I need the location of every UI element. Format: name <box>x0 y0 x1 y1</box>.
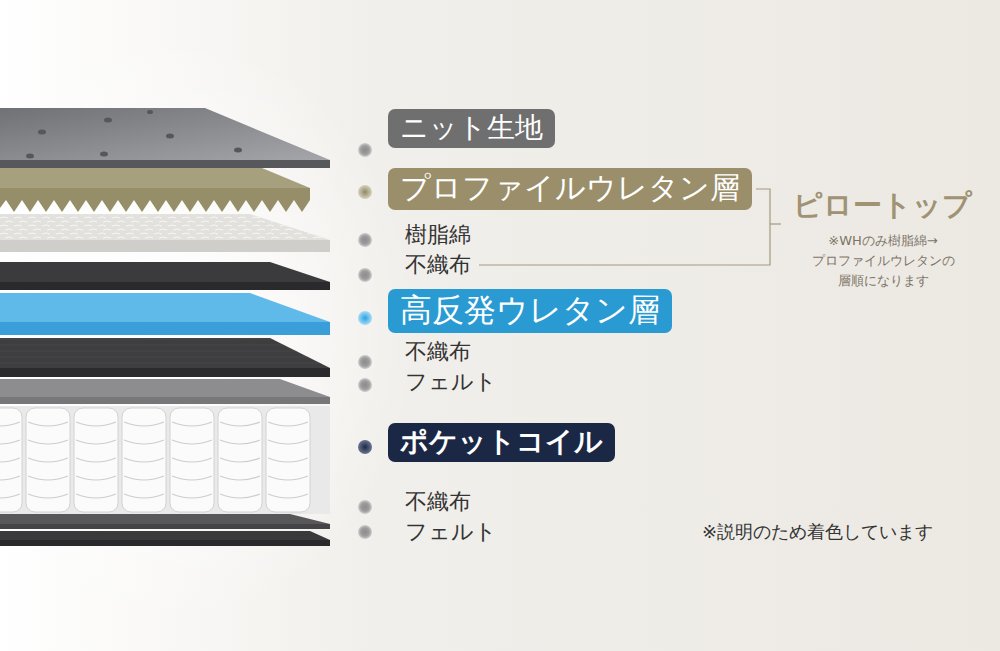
layer-name: 不織布 <box>405 488 471 516</box>
coil <box>74 408 118 512</box>
pillow-top-note: ※WHのみ樹脂綿→ プロファイルウレタンの 層順になります <box>798 231 968 291</box>
knit-top <box>0 108 330 160</box>
high-resilience-layer <box>0 293 330 335</box>
coil <box>0 408 22 512</box>
dot <box>358 143 372 157</box>
nonwoven-front <box>0 524 330 529</box>
layer-name: ニット生地 <box>400 110 543 145</box>
profile-urethane-layer <box>0 168 310 212</box>
nonwoven-front <box>0 282 330 290</box>
nonwoven-top <box>0 338 330 368</box>
coloring-note: ※説明のため着色しています <box>702 521 933 544</box>
felt-top <box>0 379 330 397</box>
bracket-tick <box>770 223 781 224</box>
knit-fabric-label: ニット生地 <box>388 109 555 148</box>
coil <box>122 408 166 512</box>
layer-name: 高反発ウレタン層 <box>400 290 660 330</box>
pocket-coil-layer <box>0 406 330 514</box>
dot <box>358 500 372 514</box>
layer-name: フェルト <box>405 518 497 546</box>
layer-name: フェルト <box>405 368 497 396</box>
layer-name: プロファイルウレタン層 <box>400 169 740 207</box>
fiber-front <box>0 240 330 252</box>
felt-front <box>0 397 330 404</box>
coil-back <box>0 406 330 514</box>
coil <box>266 408 310 512</box>
layer-name: ポケットコイル <box>400 424 603 459</box>
glow <box>0 30 420 630</box>
felt-top <box>0 531 330 540</box>
profile-top <box>0 168 310 188</box>
profile-front <box>0 188 310 212</box>
coil <box>26 408 70 512</box>
coil <box>218 408 262 512</box>
high-resilience-label: 高反発ウレタン層 <box>388 289 672 333</box>
dot <box>358 233 372 247</box>
dot <box>358 268 372 282</box>
nonwoven-top <box>0 514 330 524</box>
blue-top <box>0 293 330 322</box>
fiber-texture <box>0 214 330 240</box>
fiber-layer <box>0 214 330 252</box>
felt-layer <box>0 379 330 404</box>
coil <box>170 408 214 512</box>
fiber-top <box>0 214 330 240</box>
knit-layer <box>0 108 330 168</box>
tufts <box>26 110 242 159</box>
dot <box>358 311 372 325</box>
dot <box>358 355 372 369</box>
layer-name: 不織布 <box>405 251 471 279</box>
felt-layer <box>0 531 330 546</box>
pocket-coil-label: ポケットコイル <box>388 423 615 462</box>
felt-front <box>0 540 330 546</box>
nonwoven-layer <box>0 338 330 377</box>
dot <box>358 378 372 392</box>
dot <box>358 185 372 199</box>
nonwoven-layer <box>0 514 330 529</box>
nonwoven-layer <box>0 262 330 290</box>
nonwoven-front <box>0 368 330 377</box>
dot <box>358 525 372 539</box>
layer-name: 不織布 <box>405 338 471 366</box>
blue-front <box>0 322 330 335</box>
layer-dots <box>358 143 372 539</box>
layer-name: 樹脂綿 <box>405 221 471 249</box>
profile-urethane-label: プロファイルウレタン層 <box>388 168 752 210</box>
pillow-top-title: ピロートップ <box>793 187 972 223</box>
dot <box>358 440 372 454</box>
knit-front <box>0 160 330 168</box>
nonwoven-texture <box>0 338 330 368</box>
nonwoven-top <box>0 262 330 282</box>
